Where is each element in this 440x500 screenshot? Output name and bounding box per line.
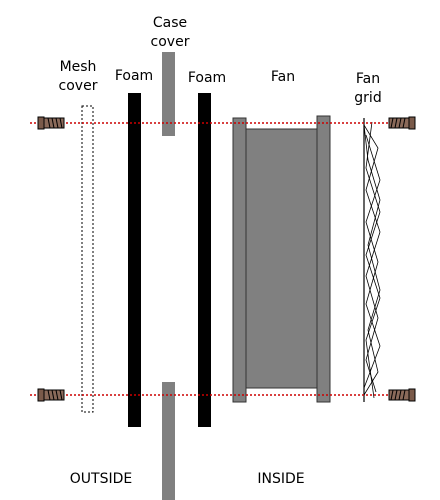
fan-grid-label: Fan grid: [354, 71, 382, 106]
case-cover-label: Case cover: [150, 15, 190, 50]
case-cover-top: [162, 52, 175, 136]
mesh-cover: [81, 105, 94, 413]
screw-icon: [37, 116, 65, 130]
mesh-cover-label: Mesh cover: [58, 59, 98, 94]
case-cover-bottom: [162, 382, 175, 500]
fan-grid: [363, 118, 381, 402]
screw-icon: [37, 388, 65, 402]
screw-icon: [388, 116, 416, 130]
fan-body: [245, 128, 318, 389]
screw-icon: [388, 388, 416, 402]
foam-left-label: Foam: [114, 68, 154, 84]
inside-label: INSIDE: [257, 471, 305, 487]
fan-frame-right: [316, 115, 331, 403]
foam-left: [128, 93, 141, 427]
fan-frame-left: [232, 117, 247, 403]
fan-label: Fan: [270, 69, 296, 85]
foam-right: [198, 93, 211, 427]
outside-label: OUTSIDE: [69, 471, 133, 487]
foam-right-label: Foam: [187, 70, 227, 86]
